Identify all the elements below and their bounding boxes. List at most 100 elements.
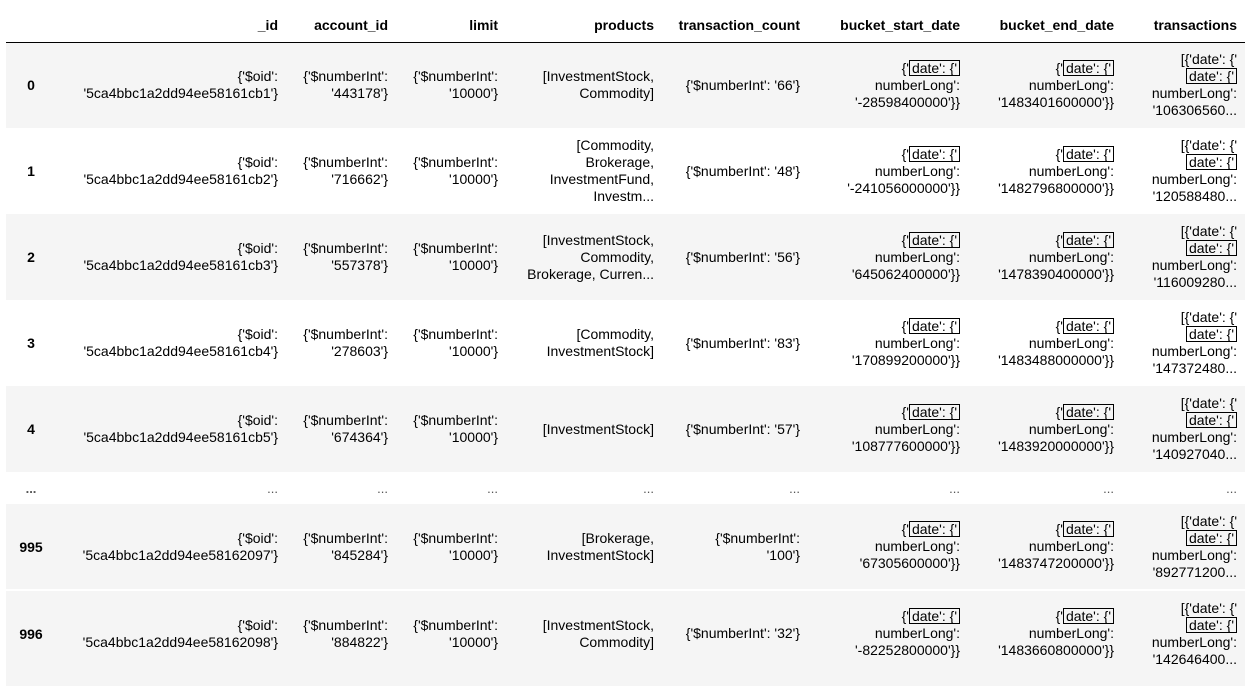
- ellipsis-cell: ...: [789, 480, 800, 496]
- cell-line: {'$numberInt':: [413, 529, 498, 546]
- cell-line: {': [1055, 403, 1063, 420]
- cell-bucket-start-date-content: {'date': {'numberLong':'-241056000000'}}: [816, 145, 960, 197]
- cell-bucket-end-date: {'date': {'numberLong':'1483401600000'}}: [968, 42, 1122, 128]
- cell-line: {'$numberInt':: [413, 616, 498, 633]
- cell-line: '120588480...: [1152, 188, 1237, 204]
- cell-bucket-end-date-content: {'date': {'numberLong':'1483920000000'}}: [976, 403, 1114, 455]
- cell-line: Commodity,: [580, 248, 654, 265]
- cell-line: '140927040...: [1152, 446, 1237, 462]
- cell-line: '67305600000'}}: [859, 555, 960, 571]
- cell-line: '10000'}: [449, 171, 498, 187]
- cell-line: date': {': [1185, 68, 1237, 85]
- cell-line: date': {': [908, 403, 960, 420]
- cell-limit-content: {'$numberInt':'10000'}: [404, 412, 498, 446]
- table-row: 4{'$oid':'5ca4bbc1a2dd94ee58161cb5'}{'$n…: [6, 386, 1245, 472]
- cell-line: Brokerage, Curren...: [527, 265, 654, 282]
- cell-bucket-end-date: {'date': {'numberLong':'1483488000000'}}: [968, 300, 1122, 386]
- cell-transactions-content: [{'date': {'date': {'numberLong':'892771…: [1130, 513, 1237, 581]
- cell-transaction-count: {'$numberInt': '57'}: [662, 386, 808, 472]
- cell-transaction-count: {'$numberInt': '56'}: [662, 214, 808, 300]
- cell-line-group: {'date': {': [816, 608, 960, 625]
- cell-line: {'$oid':: [237, 529, 278, 546]
- header-bucket-start-date: bucket_start_date: [808, 8, 968, 43]
- cell-transaction-count-content: {'$numberInt': '56'}: [670, 249, 800, 266]
- cell-line: [InvestmentStock,: [542, 68, 654, 85]
- cell-bucket-end-date-content: {'date': {'numberLong':'1478390400000'}}: [976, 231, 1114, 283]
- cell-line: '5ca4bbc1a2dd94ee58162097'}: [82, 546, 278, 563]
- header-products: products: [506, 8, 662, 43]
- cutoff-cell: [6, 676, 1245, 686]
- cell-bucket-start-date: {'date': {'numberLong':'645062400000'}}: [808, 214, 968, 300]
- ellipsis-row: ...........................: [6, 472, 1245, 504]
- cell-line: date': {': [1062, 521, 1114, 537]
- cell-account-id-content: {'$numberInt':'845284'}: [294, 530, 388, 564]
- cell-line: {': [1055, 231, 1063, 248]
- cell-line: Brokerage,: [585, 154, 654, 170]
- cell-line: {'$oid':: [237, 616, 278, 633]
- cell-line-group: {'date': {': [976, 231, 1114, 249]
- cell-line-group: date': {': [1130, 326, 1237, 343]
- cell-line: numberLong':: [1028, 334, 1114, 351]
- cell-line: InvestmentFund,: [549, 171, 654, 187]
- cell-account-id: {'$numberInt':'674364'}: [286, 386, 396, 472]
- cell-bucket-start-date-content: {'date': {'numberLong':'-82252800000'}}: [816, 608, 960, 659]
- cell-line: [InvestmentStock,: [542, 616, 654, 633]
- cell-limit-content: {'$numberInt':'10000'}: [404, 530, 498, 564]
- cell-line: date': {': [908, 231, 960, 248]
- cell-bucket-start-date-content: {'date': {'numberLong':'108777600000'}}: [816, 403, 960, 455]
- cell-line: {'$numberInt':: [715, 529, 800, 546]
- cell-transaction-count: {'$numberInt': '32'}: [662, 590, 808, 676]
- cell-line: numberLong':: [1151, 546, 1237, 563]
- cell-line: numberLong':: [1028, 248, 1114, 265]
- cell-bucket-end-date-content: {'date': {'numberLong':'1482796800000'}}: [976, 145, 1114, 197]
- row-index: 2: [27, 249, 35, 265]
- cell-products-content: [Commodity,Brokerage,InvestmentFund,Inve…: [514, 137, 654, 205]
- cell-account-id: {'$numberInt':'278603'}: [286, 300, 396, 386]
- cell-line: date': {': [908, 608, 960, 624]
- cell-bucket-start-date: {'date': {'numberLong':'108777600000'}}: [808, 386, 968, 472]
- cell-line: {'$numberInt':: [413, 326, 498, 342]
- cell-line: {': [901, 231, 909, 248]
- cell-bucket-end-date: {'date': {'numberLong':'1483747200000'}}: [968, 504, 1122, 590]
- cell-line: [{'date': {': [1180, 599, 1237, 616]
- cell-transactions-content: [{'date': {'date': {'numberLong':'147372…: [1130, 309, 1237, 377]
- cell-line: '278603'}: [331, 343, 388, 359]
- cell-account-id-content: {'$numberInt':'884822'}: [294, 617, 388, 651]
- cell-line: {'$numberInt':: [413, 412, 498, 428]
- cell-products: [InvestmentStock,Commodity,Brokerage, Cu…: [506, 214, 662, 300]
- cell-products-content: [InvestmentStock,Commodity,Brokerage, Cu…: [514, 232, 654, 283]
- cell-transaction-count-content: {'$numberInt': '32'}: [670, 625, 800, 642]
- table-row: 2{'$oid':'5ca4bbc1a2dd94ee58161cb3'}{'$n…: [6, 214, 1245, 300]
- cell-line: {'$numberInt':: [303, 68, 388, 85]
- cell-line: {'$numberInt':: [303, 154, 388, 170]
- cell-account-id-content: {'$numberInt':'278603'}: [294, 326, 388, 360]
- cell-line: date': {': [1062, 231, 1114, 248]
- cell-line: numberLong':: [874, 334, 960, 351]
- cell-line: numberLong':: [874, 76, 960, 93]
- cell-transactions: [{'date': {'date': {'numberLong':'147372…: [1122, 300, 1245, 386]
- cell-line: {': [1055, 59, 1063, 76]
- cell-bucket-start-date-content: {'date': {'numberLong':'67305600000'}}: [816, 521, 960, 572]
- cell-bucket-start-date: {'date': {'numberLong':'-28598400000'}}: [808, 42, 968, 128]
- cell-line: Commodity]: [579, 633, 654, 650]
- cell-products: [InvestmentStock,Commodity]: [506, 590, 662, 676]
- cell-line: numberLong':: [874, 538, 960, 554]
- cell-id: {'$oid':'5ca4bbc1a2dd94ee58161cb3'}: [56, 214, 286, 300]
- cell-line: '892771200...: [1152, 563, 1237, 580]
- cell-products: [Brokerage,InvestmentStock]: [506, 504, 662, 590]
- cell-line: {': [901, 145, 909, 162]
- cell-line: date': {': [1185, 412, 1237, 428]
- cell-line: {': [901, 403, 909, 420]
- cell-products: [InvestmentStock,Commodity]: [506, 42, 662, 128]
- ellipsis-cell: ...: [1103, 480, 1114, 496]
- cell-account-id: {'$numberInt':'557378'}: [286, 214, 396, 300]
- cell-line: numberLong':: [1151, 633, 1237, 650]
- cell-line: '10000'}: [449, 85, 498, 102]
- cell-line: date': {': [1185, 529, 1237, 546]
- cell-transactions: [{'date': {'date': {'numberLong':'106306…: [1122, 42, 1245, 128]
- cell-products-content: [InvestmentStock,Commodity]: [514, 617, 654, 651]
- cell-limit: {'$numberInt':'10000'}: [396, 42, 506, 128]
- cell-limit-content: {'$numberInt':'10000'}: [404, 326, 498, 360]
- cell-line: '10000'}: [449, 546, 498, 563]
- cell-line: date': {': [1185, 240, 1237, 256]
